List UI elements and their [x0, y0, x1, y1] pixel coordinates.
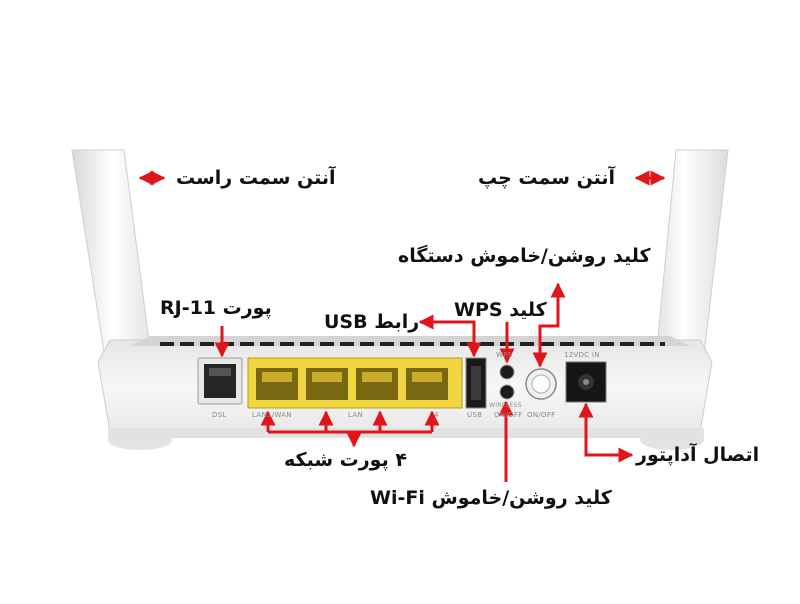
- label-rj11-port: پورت RJ-11: [160, 297, 272, 319]
- label-adapter-connection: اتصال آداپتور: [636, 444, 760, 466]
- wireless-button: [499, 384, 515, 400]
- panel-label-wps: WPS: [496, 351, 513, 359]
- label-power-button: کلید روشن/خاموش دستگاه: [398, 245, 651, 267]
- power-jack: [565, 361, 607, 403]
- panel-label-usb: USB: [467, 411, 483, 419]
- label-left-antenna: آنتن سمت چپ: [478, 167, 616, 189]
- panel-label-dsl: DSL: [212, 411, 227, 419]
- panel-label-wireless: WIRELESS: [489, 402, 522, 409]
- label-network-ports: ۴ پورت شبکه: [284, 449, 407, 471]
- power-button: [525, 368, 557, 400]
- label-wifi-button: کلید روشن/خاموش Wi-Fi: [370, 487, 612, 509]
- panel-label-lan1-wan: LAN1/WAN: [252, 411, 292, 419]
- panel-label-power-onoff: ON/OFF: [527, 411, 556, 419]
- label-wps-button: کلید WPS: [454, 299, 547, 321]
- callout-arrows: [138, 170, 666, 482]
- usb-port: [465, 357, 487, 409]
- panel-label-wireless-onoff: ON/OFF: [494, 411, 523, 419]
- panel-label-lan: LAN: [348, 411, 363, 419]
- dsl-port: [197, 357, 243, 405]
- wps-button: [499, 364, 515, 380]
- panel-label-lan4: 4: [434, 411, 439, 419]
- label-right-antenna: آنتن سمت راست: [176, 167, 336, 189]
- panel-label-dc-in: 12VDC IN: [564, 351, 600, 359]
- label-usb-interface: رابط USB: [324, 311, 420, 333]
- lan-ports-block: [247, 357, 463, 409]
